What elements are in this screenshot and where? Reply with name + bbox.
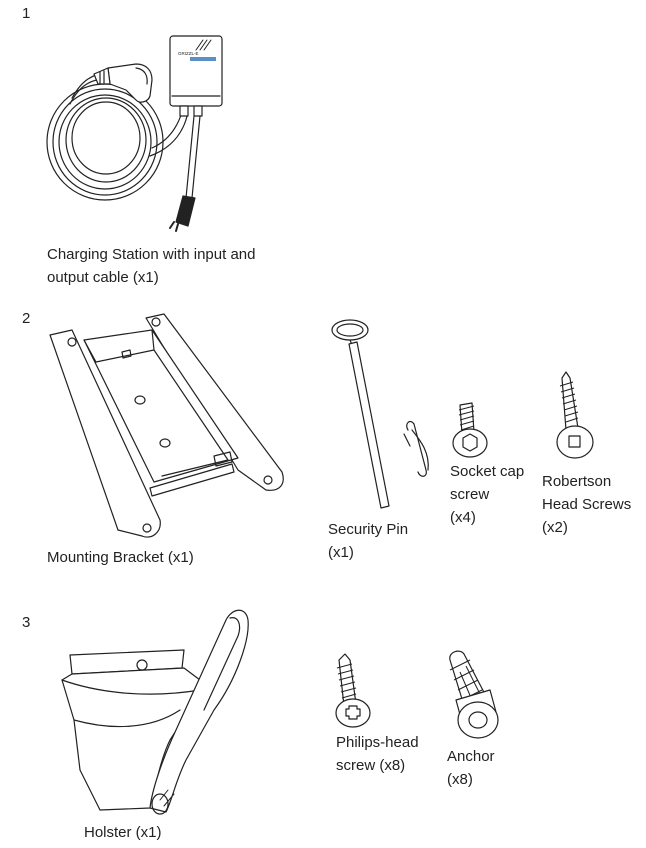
caption-security-pin: Security Pin (x1): [328, 518, 408, 564]
caption-line: Security Pin: [328, 521, 409, 538]
security-pin-icon: [325, 315, 435, 515]
caption-mounting-bracket: Mounting Bracket (x1): [47, 546, 194, 569]
caption-robertson-screw: Robertson Head Screws (x2): [542, 470, 631, 539]
caption-line: Socket cap: [450, 463, 525, 480]
caption-line: (x8): [447, 771, 473, 788]
caption-line: Anchor: [447, 748, 495, 765]
section-number-3: 3: [22, 614, 31, 631]
caption-holster: Holster (x1): [84, 821, 162, 844]
caption-line: (x4): [450, 509, 476, 526]
section-number-1: 1: [22, 5, 31, 22]
caption-line: output cable (x1): [47, 269, 159, 286]
caption-anchor: Anchor (x8): [447, 745, 495, 791]
caption-line: screw (x8): [336, 757, 406, 774]
caption-socket-cap-screw: Socket cap screw (x4): [450, 460, 524, 529]
caption-line: Head Screws: [542, 496, 632, 513]
caption-line: (x2): [542, 519, 568, 536]
charging-station-icon: GRIZZL-E: [40, 30, 250, 240]
robertson-screw-icon: [548, 370, 598, 465]
section-number-2: 2: [22, 310, 31, 327]
philips-screw-icon: [332, 650, 376, 730]
caption-charging-station: Charging Station with input and output c…: [47, 243, 255, 289]
anchor-icon: [440, 645, 504, 745]
brand-label: GRIZZL-E: [178, 51, 199, 56]
caption-philips-screw: Philips-head screw (x8): [336, 731, 419, 777]
socket-cap-screw-icon: [448, 395, 494, 460]
caption-line: Charging Station with input and: [47, 246, 256, 263]
caption-line: Mounting Bracket (x1): [47, 549, 194, 566]
caption-line: Holster (x1): [84, 824, 162, 841]
caption-line: Philips-head: [336, 734, 419, 751]
holster-icon: [55, 605, 255, 820]
mounting-bracket-icon: [45, 310, 290, 545]
caption-line: screw: [450, 486, 490, 503]
caption-line: (x1): [328, 544, 354, 561]
caption-line: Robertson: [542, 473, 612, 490]
